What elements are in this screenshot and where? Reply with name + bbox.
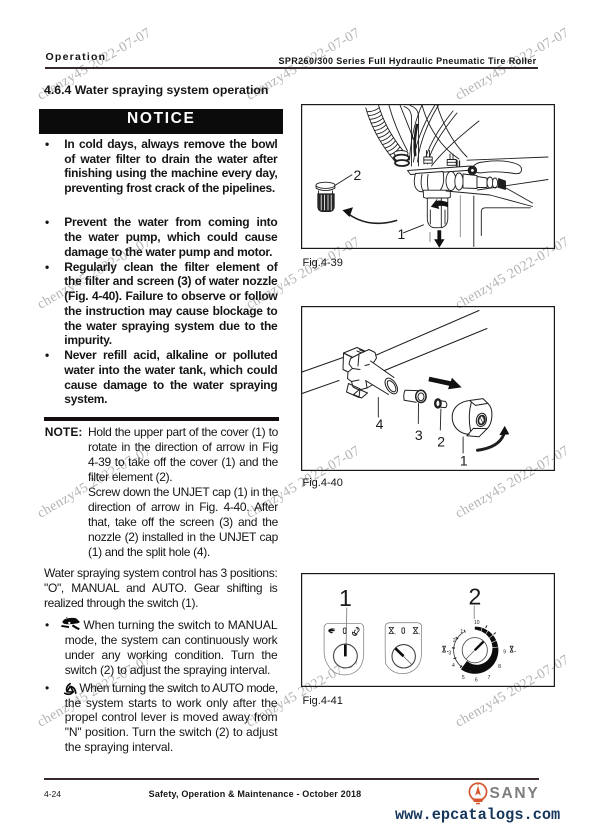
svg-text:3: 3: [448, 651, 451, 657]
svg-text:1: 1: [339, 585, 352, 611]
svg-text:2: 2: [437, 433, 445, 449]
svg-text:7: 7: [488, 675, 491, 681]
svg-text:4: 4: [376, 415, 384, 431]
svg-text:1: 1: [398, 226, 406, 242]
svg-text:9: 9: [503, 650, 506, 656]
svg-text:2: 2: [354, 167, 362, 183]
svg-text:SANY: SANY: [490, 785, 540, 802]
svg-text:6: 6: [475, 678, 478, 684]
svg-text:10: 10: [474, 620, 480, 626]
svg-text:3: 3: [415, 427, 423, 443]
svg-text:8: 8: [498, 664, 501, 670]
svg-text:5: 5: [462, 675, 465, 681]
svg-text:1: 1: [460, 629, 463, 635]
svg-text:2: 2: [453, 638, 456, 644]
svg-text:2: 2: [469, 583, 482, 609]
svg-text:1: 1: [460, 452, 468, 468]
svg-text:4: 4: [452, 663, 455, 669]
